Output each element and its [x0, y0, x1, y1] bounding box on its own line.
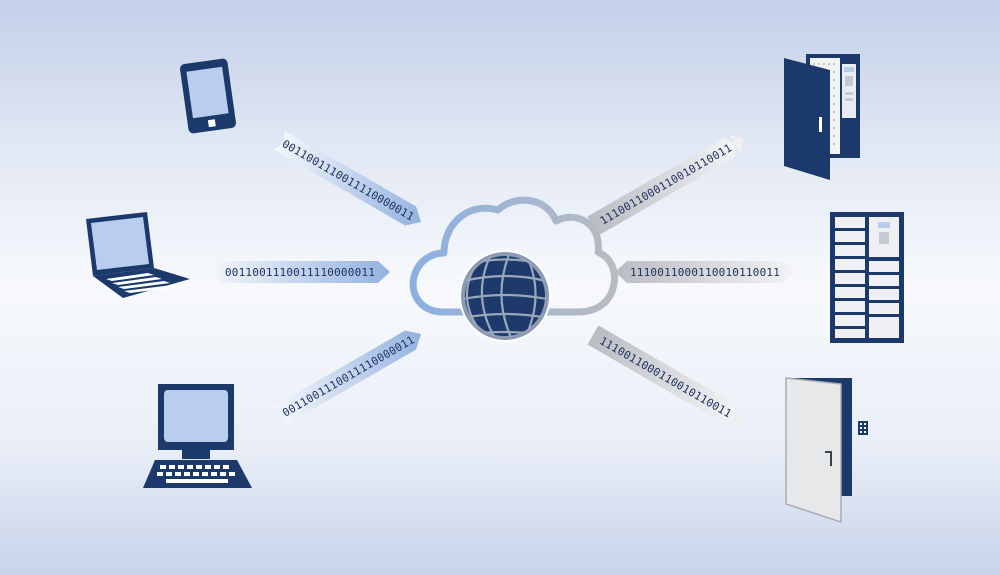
arrow-left-bottom: 0011001110011110000011 [273, 330, 422, 426]
cloud-icon [409, 196, 618, 316]
arrow-right-top: 1110011000110010110011 [587, 134, 744, 236]
arrow-right-top-bits: 1110011000110010110011 [598, 141, 734, 227]
locker-bank-icon [830, 212, 904, 343]
locker-cabinet-icon [784, 54, 860, 180]
smartphone-icon [180, 58, 236, 134]
arrow-right-middle-bits: 1110011000110010110011 [630, 266, 780, 279]
arrow-left-middle: 0011001110011110000011 [210, 261, 390, 283]
arrow-left-middle-bits: 0011001110011110000011 [225, 266, 375, 279]
door-keypad-icon [785, 377, 868, 524]
globe-icon [459, 250, 551, 342]
arrow-left-bottom-bits: 0011001110011110000011 [280, 333, 416, 419]
desktop-computer-icon [143, 384, 252, 488]
laptop-icon [86, 212, 190, 298]
arrow-right-bottom: 1110011000110010110011 [587, 325, 744, 427]
arrow-right-bottom-bits: 1110011000110010110011 [597, 334, 733, 420]
arrow-right-middle: 1110011000110010110011 [615, 261, 795, 283]
arrow-left-top: 0011001110011110000011 [273, 130, 422, 226]
arrow-left-top-bits: 0011001110011110000011 [280, 137, 416, 223]
keypad-icon [858, 421, 868, 435]
